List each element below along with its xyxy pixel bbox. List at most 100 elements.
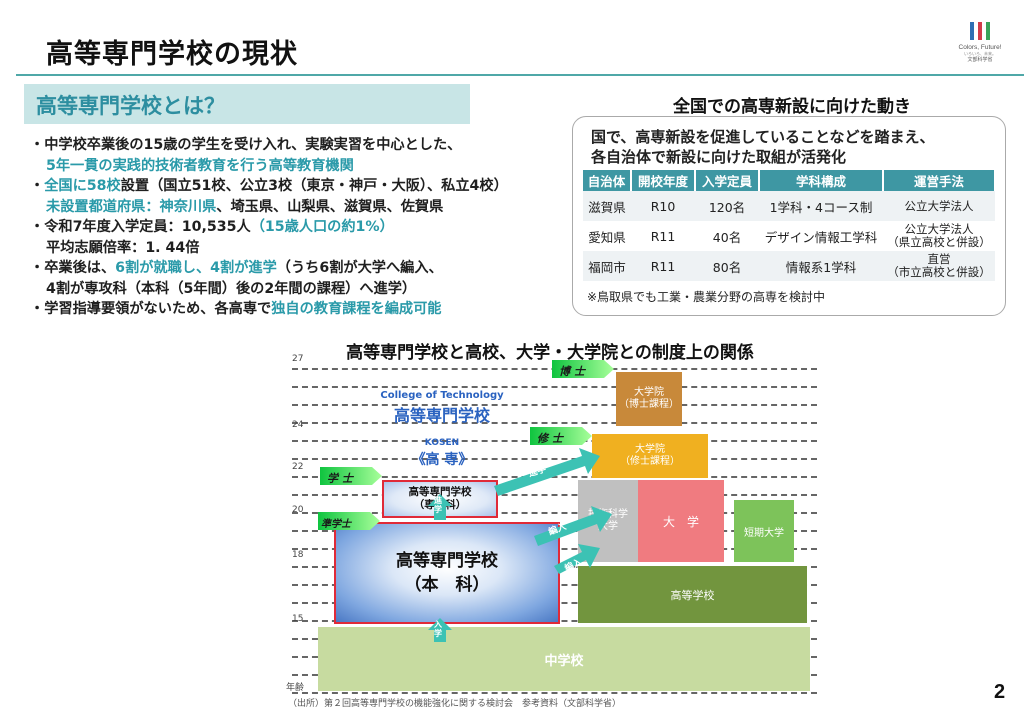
junior-college-label: 短期大学 xyxy=(744,527,784,539)
age-tick: 15 xyxy=(292,614,304,624)
bullet-text: 設置（国立51校、公立3校（東京・神戸・大阪）、私立4校） xyxy=(120,178,508,194)
logo-bars-icon xyxy=(968,22,992,40)
associate-degree-tag-shape xyxy=(318,512,380,530)
lead-line: 国で、高専新設を促進していることなどを踏まえ、 xyxy=(591,128,935,146)
bullet-text-highlight: 全国に58校 xyxy=(44,178,121,194)
bullet-item: ・全国に58校設置（国立51校、公立3校（東京・神戸・大阪）、私立4校） xyxy=(30,175,570,196)
kosen-main-course-block: 高等専門学校 （本 科） xyxy=(334,522,560,624)
bachelor-degree-tag: 学 士 xyxy=(327,472,353,485)
age-gridline xyxy=(292,458,817,460)
bullet-item: ・令和7年度入学定員：10,535人（15歳人口の約1%） xyxy=(30,216,570,237)
university-block: 大 学 xyxy=(638,480,724,562)
age-gridline xyxy=(292,692,817,694)
table-cell: R11 xyxy=(650,228,676,244)
table-cell: 福岡市 xyxy=(583,251,631,281)
age-tick: 22 xyxy=(292,462,304,472)
label-line: （修士課程） xyxy=(620,456,680,467)
advance-arrow-master xyxy=(494,448,600,496)
cell-line: 直営 xyxy=(927,252,951,266)
bullet-text: ・令和7年度入学定員：10,535人 xyxy=(30,219,251,235)
age-gridline xyxy=(292,512,817,514)
label-line: 大学 xyxy=(598,521,618,532)
kosen-roman-name: KOSEN xyxy=(424,438,460,448)
table-cell: デザイン情報工学科 xyxy=(764,229,878,245)
table-cell: 1学科・4コース制 xyxy=(759,191,883,221)
bullet-item: 5年一貫の実践的技術者教育を行う高等教育機関 xyxy=(30,155,570,176)
table-cell: 40名 xyxy=(712,229,742,245)
bullet-item: 平均志願倍率：1. 44倍 xyxy=(30,237,570,258)
bullet-text-highlight: 5年一貫の実践的技術者教育を行う高等教育機関 xyxy=(46,157,354,174)
table-cell: 滋賀県 xyxy=(583,191,631,221)
bullet-text: ・学習指導要領がないため、各高専で xyxy=(30,301,272,317)
bullet-text: ・中学校卒業後の15歳の学生を受け入れ、実験実習を中心とした、 xyxy=(30,137,462,153)
bullet-text-highlight: 6割が就職し、4割が進学 xyxy=(115,260,277,276)
age-gridline xyxy=(292,386,817,388)
age-tick: 20 xyxy=(292,505,304,515)
cell-line: 公立大学法人 xyxy=(904,222,974,236)
enrollment-arrow-label: 入学 xyxy=(434,620,442,638)
middle-school-block: 中学校 xyxy=(318,627,810,691)
kosen-japanese-name: 高等専門学校 xyxy=(393,406,490,425)
table-row: 愛知県 R11 40名 デザイン情報工学科 公立大学法人（県立高校と併設） xyxy=(583,221,995,251)
logo-subtext: いろいろ、未来。 xyxy=(964,51,996,56)
doctor-label: 大学院 （博士課程） xyxy=(619,387,679,411)
title-divider xyxy=(16,74,1024,76)
table-cell: 公立大学法人 xyxy=(883,191,995,221)
section-heading-box: 高等専門学校とは？ xyxy=(24,84,470,124)
cell-line: 公立大学法人 xyxy=(904,198,974,213)
age-tick: 27 xyxy=(292,354,304,364)
bullet-item: ・卒業後は、6割が就職し、4割が進学（うち6割が大学へ編入、 xyxy=(30,257,570,278)
bullet-text: ・ xyxy=(30,178,45,194)
page-number: 2 xyxy=(994,681,1006,703)
bullet-text: （うち6割が大学へ編入、 xyxy=(276,260,443,276)
column-header: 自治体 xyxy=(583,170,632,191)
master-degree-tag: 修 士 xyxy=(537,432,563,445)
table-cell: 80名 xyxy=(695,251,759,281)
label-line: 大学院 xyxy=(635,444,665,455)
column-header: 運営手法 xyxy=(883,170,996,191)
kosen-abbreviation: 《高 専》 xyxy=(411,452,473,468)
cell-line: （市立高校と併設） xyxy=(887,265,991,279)
master-label: 大学院 （修士課程） xyxy=(620,444,680,468)
bullet-text: 平均志願倍率：1. 44倍 xyxy=(46,239,200,256)
section-heading: 高等専門学校とは？ xyxy=(36,94,225,118)
table-cell: 公立大学法人（県立高校と併設） xyxy=(883,221,995,251)
table-cell: 愛知県 xyxy=(588,229,626,245)
column-header: 学科構成 xyxy=(759,170,884,191)
transfer-arrow-university xyxy=(534,506,612,546)
bullet-text: 4割が専攻科（本科（5年間）後の2年間の課程）へ進学） xyxy=(46,280,417,297)
age-gridline xyxy=(292,494,817,496)
label-line: 大学院 xyxy=(634,387,664,398)
age-axis-label: 年齢 xyxy=(286,683,305,693)
kosen-english-name: College of Technology xyxy=(380,390,504,401)
age-gridline xyxy=(292,476,817,478)
lead-line: 各自治体で新設に向けた取組が活発化 xyxy=(591,148,847,166)
label-line: （博士課程） xyxy=(619,399,679,410)
kosen-overview-list: ・中学校卒業後の15歳の学生を受け入れ、実験実習を中心とした、 5年一貫の実践的… xyxy=(30,134,570,319)
table-cell: 情報系1学科 xyxy=(759,251,883,281)
high-school-block: 高等学校 xyxy=(578,566,807,623)
table-cell: 120名 xyxy=(695,191,759,221)
column-header: 入学定員 xyxy=(695,170,760,191)
bullet-item: ・学習指導要領がないため、各高専で独自の教育課程を編成可能 xyxy=(30,298,570,319)
bullet-text-highlight: 独自の教育課程を編成可能 xyxy=(271,301,442,317)
table-cell: 直営（市立高校と併設） xyxy=(883,251,995,281)
education-system-diagram: 27 24 22 20 18 15 年齢 中学校 高等学校 技術科学 大学 大 … xyxy=(282,352,822,707)
transfer-arrow-tech-univ xyxy=(554,544,600,574)
new-schools-box: 国で、高専新設を促進していることなどを踏まえ、 各自治体で新設に向けた取組が活発… xyxy=(572,116,1006,316)
junior-college-block: 短期大学 xyxy=(734,500,794,562)
bullet-text-highlight: 未設置都道府県：神奈川県 xyxy=(46,198,217,215)
mext-logo: Colors, Future! いろいろ、未来。 文部科学省 xyxy=(950,22,1010,68)
table-cell: R11 xyxy=(631,251,695,281)
bullet-item: 未設置都道府県：神奈川県、埼玉県、山梨県、滋賀県、佐賀県 xyxy=(30,196,570,217)
source-citation: （出所）第２回高等専門学校の機能強化に関する検討会 参考資料（文部科学省） xyxy=(288,699,622,709)
age-gridline xyxy=(292,404,817,406)
middle-school-label: 中学校 xyxy=(544,653,584,669)
label-line: （本 科） xyxy=(404,575,490,595)
associate-degree-tag: 準学士 xyxy=(321,519,351,530)
master-course-block: 大学院 （修士課程） xyxy=(592,434,708,478)
slide-title: 高等専門学校の現状 xyxy=(46,39,298,70)
age-tick: 18 xyxy=(292,550,304,560)
high-school-label: 高等学校 xyxy=(670,588,715,602)
logo-text: Colors, Future! xyxy=(958,44,1002,51)
